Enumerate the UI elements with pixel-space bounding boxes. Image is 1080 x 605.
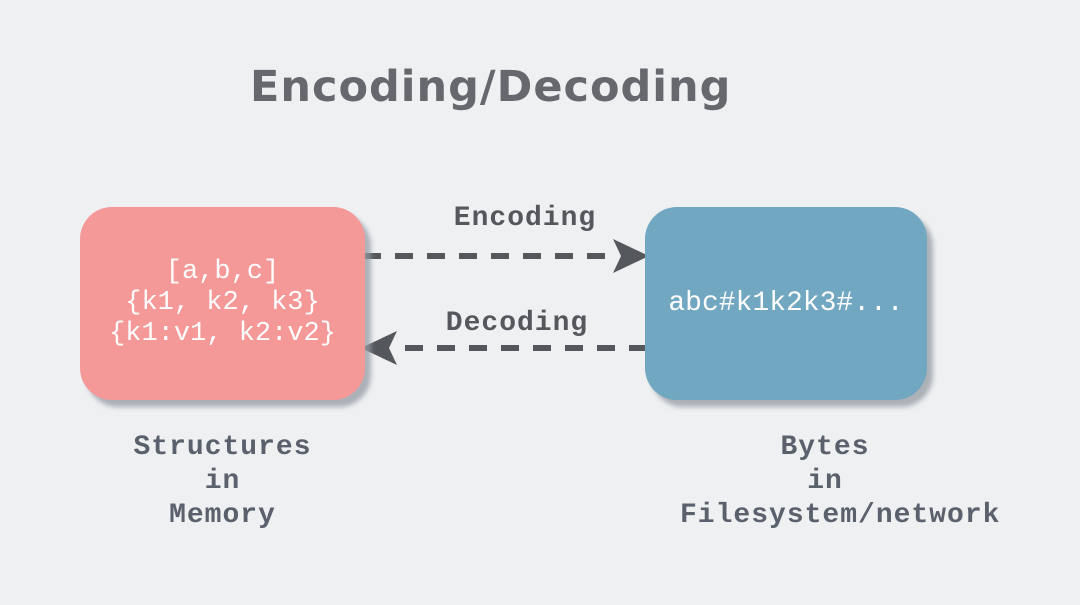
- page-title: Encoding/Decoding: [250, 62, 732, 112]
- structures-box-line-3: {k1:v1, k2:v2}: [109, 319, 336, 349]
- structures-box-line-1: [a,b,c]: [165, 257, 280, 287]
- bytes-caption-line-2: in: [807, 466, 843, 497]
- decoding-arrowhead-icon: [361, 331, 397, 365]
- structures-caption-line-1: Structures: [133, 432, 312, 463]
- structures-caption: Structures in Memory: [80, 431, 365, 533]
- bytes-caption-line-3: Filesystem/network: [680, 500, 1001, 531]
- bytes-caption: Bytes in Filesystem/network: [680, 431, 1001, 533]
- encoding-arrowhead-icon: [613, 239, 649, 273]
- structures-box-line-2: {k1, k2, k3}: [125, 288, 320, 318]
- bytes-box: abc#k1k2k3#...: [645, 207, 927, 400]
- encoding-arrow-label: Encoding: [453, 203, 597, 234]
- bytes-caption-line-1: Bytes: [780, 432, 870, 463]
- structures-caption-line-3: Memory: [169, 500, 276, 531]
- structures-in-memory-box: [a,b,c] {k1, k2, k3} {k1:v1, k2:v2}: [80, 207, 365, 400]
- decoding-arrow-label: Decoding: [445, 308, 589, 339]
- bytes-box-content: abc#k1k2k3#...: [668, 288, 904, 319]
- structures-caption-line-2: in: [204, 466, 241, 497]
